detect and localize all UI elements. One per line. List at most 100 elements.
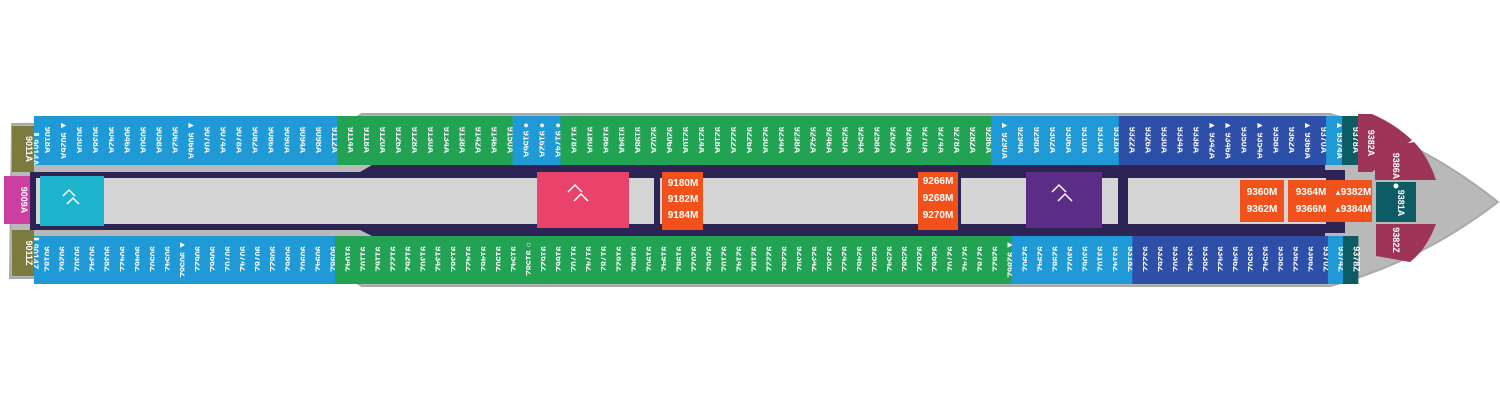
- room-9266M[interactable]: 9266M: [923, 176, 954, 187]
- cabin-9326Z[interactable]: [1147, 236, 1163, 284]
- room-9366M[interactable]: 9366M: [1296, 204, 1327, 215]
- cabin-9374Z[interactable]: [1327, 236, 1344, 284]
- cabin-9310A[interactable]: [1070, 116, 1088, 165]
- cabin-9314A[interactable]: [1086, 116, 1104, 165]
- cabin-9066A[interactable]: [177, 116, 194, 165]
- cabin-9286Z[interactable]: [996, 236, 1013, 284]
- cabin-9242A[interactable]: [799, 116, 817, 165]
- cabin-9104Z[interactable]: [334, 236, 351, 284]
- cabin-9058A[interactable]: [145, 116, 163, 165]
- cabin-9274A[interactable]: [927, 116, 944, 165]
- cabin-9378A[interactable]: [1342, 116, 1359, 165]
- cabin-9258A[interactable]: [863, 116, 880, 165]
- room-9182M[interactable]: 9182M: [668, 194, 699, 205]
- cabin-9226A[interactable]: [735, 116, 753, 165]
- cabin-9042Z[interactable]: [109, 236, 125, 284]
- room-9184M[interactable]: 9184M: [668, 210, 699, 221]
- cabin-9366A[interactable]: [1294, 116, 1311, 165]
- cabin-9180A[interactable]: [576, 116, 593, 165]
- cabin-9334Z[interactable]: [1177, 236, 1193, 284]
- cabin-9182Z[interactable]: [605, 236, 622, 284]
- cabin-9062A[interactable]: [161, 116, 178, 165]
- cabin-9170Z[interactable]: [560, 236, 577, 284]
- cabin-9290Z[interactable]: [1011, 236, 1028, 284]
- cabin-9070A[interactable]: [193, 116, 210, 165]
- cabin-9322Z[interactable]: [1132, 236, 1148, 284]
- cabin-9338Z[interactable]: [1192, 236, 1208, 284]
- cabin-9018A[interactable]: [34, 116, 51, 165]
- cabin-9278Z[interactable]: [966, 236, 983, 284]
- room-9270M[interactable]: 9270M: [923, 210, 954, 221]
- cabin-9378Z[interactable]: [1342, 236, 1359, 284]
- cabin-9262Z[interactable]: [906, 236, 923, 284]
- cabin-9098A[interactable]: [305, 116, 322, 165]
- room-9180M[interactable]: 9180M: [668, 178, 699, 189]
- cabin-9294A[interactable]: [1007, 116, 1024, 165]
- cabin-9011Z[interactable]: [12, 230, 34, 276]
- cabin-9162Z[interactable]: [530, 236, 546, 284]
- cabin-9214Z[interactable]: [726, 236, 742, 284]
- cabin-9310Z[interactable]: [1087, 236, 1103, 284]
- cabin-9026Z[interactable]: [49, 236, 65, 284]
- cabin-9382A[interactable]: [1358, 114, 1412, 172]
- cabin-9046A[interactable]: [113, 116, 131, 165]
- cabin-9218Z[interactable]: [741, 236, 757, 284]
- cabin-9338A[interactable]: [1182, 116, 1199, 165]
- cabin-9142A[interactable]: [464, 116, 482, 165]
- cabin-9086A[interactable]: [257, 116, 274, 165]
- cabin-9194Z[interactable]: [650, 236, 667, 284]
- cabin-9158Z[interactable]: [515, 236, 531, 284]
- cabin-9234Z[interactable]: [801, 236, 817, 284]
- cabin-9370A[interactable]: [1310, 116, 1327, 165]
- cabin-9222A[interactable]: [719, 116, 737, 165]
- cabin-9246A[interactable]: [815, 116, 832, 165]
- cabin-9326A[interactable]: [1134, 116, 1152, 165]
- cabin-9086Z[interactable]: [274, 236, 291, 284]
- cabin-9214A[interactable]: [688, 116, 705, 165]
- cabin-9258Z[interactable]: [891, 236, 908, 284]
- cabin-9118A[interactable]: [353, 116, 370, 165]
- cabin-9202A[interactable]: [640, 116, 657, 165]
- cabin-9366Z[interactable]: [1297, 236, 1314, 284]
- cabin-9346Z[interactable]: [1222, 236, 1239, 284]
- cabin-9206Z[interactable]: [696, 236, 712, 284]
- stairwell-forward[interactable]: [1026, 172, 1102, 228]
- cabin-9290A[interactable]: [991, 116, 1008, 165]
- cabin-9210A[interactable]: [672, 116, 689, 165]
- cabin-9011A[interactable]: [12, 126, 34, 172]
- cabin-9098Z[interactable]: [319, 236, 336, 284]
- cabin-9354Z[interactable]: [1252, 236, 1269, 284]
- cabin-9346A[interactable]: [1214, 116, 1231, 165]
- cabin-9381A[interactable]: [1376, 182, 1416, 222]
- cabin-9386A[interactable]: [1375, 142, 1436, 180]
- cabin-9126A[interactable]: [384, 116, 402, 165]
- cabin-9114A[interactable]: [337, 116, 354, 165]
- cabin-9250Z[interactable]: [861, 236, 877, 284]
- cabin-9128A[interactable]: [400, 116, 418, 165]
- cabin-9112A[interactable]: [321, 116, 338, 165]
- cabin-9026A[interactable]: [49, 116, 67, 165]
- cabin-9274Z[interactable]: [951, 236, 968, 284]
- cabin-9282A[interactable]: [959, 116, 976, 165]
- cabin-9238Z[interactable]: [816, 236, 832, 284]
- cabin-9202Z[interactable]: [680, 236, 697, 284]
- cabin-9334A[interactable]: [1166, 116, 1183, 165]
- cabin-9278A[interactable]: [943, 116, 960, 165]
- cabin-9150Z[interactable]: [485, 236, 501, 284]
- cabin-9050Z[interactable]: [139, 236, 155, 284]
- cabin-9218A[interactable]: [703, 116, 721, 165]
- cabin-9186Z[interactable]: [620, 236, 637, 284]
- cabin-9306A[interactable]: [1054, 116, 1072, 165]
- cabin-9254A[interactable]: [847, 116, 864, 165]
- cabin-9342Z[interactable]: [1207, 236, 1223, 284]
- cabin-9030A[interactable]: [65, 116, 83, 165]
- cabin-9166Z[interactable]: [545, 236, 561, 284]
- cabin-9178Z[interactable]: [590, 236, 607, 284]
- cabin-9350Z[interactable]: [1237, 236, 1254, 284]
- cabin-9046Z[interactable]: [124, 236, 140, 284]
- cabin-9050A[interactable]: [129, 116, 147, 165]
- cabin-9198Z[interactable]: [665, 236, 682, 284]
- cabin-9266A[interactable]: [895, 116, 912, 165]
- cabin-9094A[interactable]: [289, 116, 306, 165]
- cabin-9194A[interactable]: [608, 116, 625, 165]
